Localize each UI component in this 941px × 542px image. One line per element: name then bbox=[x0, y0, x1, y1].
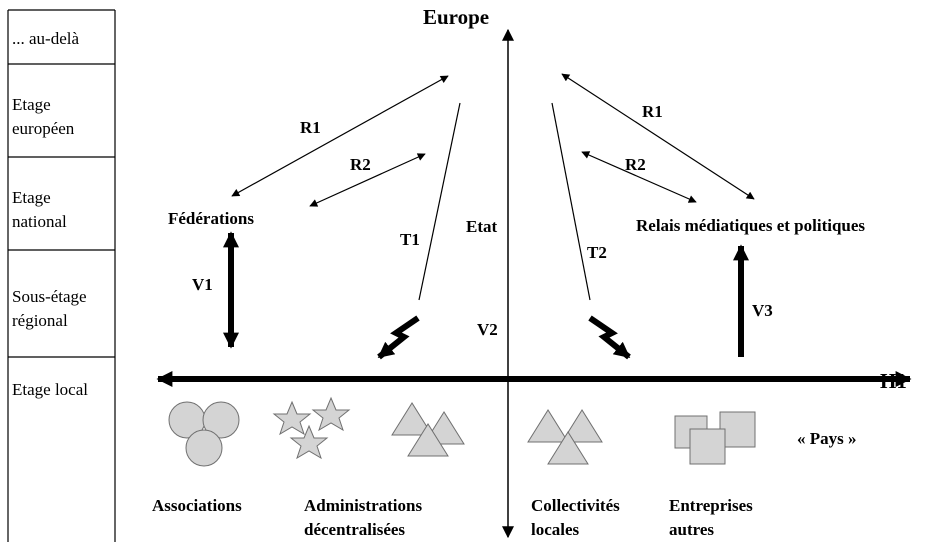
label-v3: V3 bbox=[752, 301, 773, 320]
administrations-triangles-icon bbox=[391, 402, 465, 457]
label-v1: V1 bbox=[192, 275, 213, 294]
axis-label-h1: H1 bbox=[880, 369, 907, 393]
arrow-r2-right bbox=[581, 151, 697, 203]
lightning-arrow-left bbox=[377, 315, 420, 360]
label-t1: T1 bbox=[400, 230, 420, 249]
label-r1-right: R1 bbox=[642, 102, 663, 121]
collectivites-triangles-icon bbox=[527, 409, 603, 465]
label-r2-right: R2 bbox=[625, 155, 646, 174]
line-t2 bbox=[551, 102, 591, 301]
label-t2: T2 bbox=[587, 243, 607, 262]
level-europeen: Etage européen bbox=[12, 95, 75, 138]
label-r1-left: R1 bbox=[300, 118, 321, 137]
level-regional: Sous-étage régional bbox=[12, 287, 91, 330]
axis-label-etat: Etat bbox=[466, 217, 498, 236]
axis-label-europe: Europe bbox=[423, 5, 489, 29]
actor-associations: Associations bbox=[152, 496, 242, 515]
node-pays: « Pays » bbox=[797, 429, 857, 448]
lightning-arrow-right bbox=[588, 315, 631, 360]
level-table: ... au-delà Etage européen Etage nationa… bbox=[7, 9, 116, 542]
level-local: Etage local bbox=[12, 380, 88, 399]
line-t1 bbox=[418, 102, 461, 301]
label-r2-left: R2 bbox=[350, 155, 371, 174]
node-federations: Fédérations bbox=[168, 209, 254, 228]
actor-collectivites: Collectivités locales bbox=[531, 496, 624, 539]
entreprises-squares-icon bbox=[674, 411, 756, 465]
arrow-r1-right bbox=[561, 73, 755, 200]
actor-administrations: Administrations décentralisées bbox=[304, 496, 426, 539]
arrow-r1-left bbox=[231, 75, 449, 197]
administrations-stars-icon bbox=[272, 396, 351, 460]
label-v2: V2 bbox=[477, 320, 498, 339]
associations-circles-icon bbox=[168, 401, 240, 467]
actor-entreprises: Entreprises autres bbox=[669, 496, 757, 539]
level-national: Etage national bbox=[12, 188, 67, 231]
level-au-dela: ... au-delà bbox=[12, 29, 79, 48]
node-relais: Relais médiatiques et politiques bbox=[636, 216, 865, 235]
arrow-r2-left bbox=[309, 153, 426, 207]
